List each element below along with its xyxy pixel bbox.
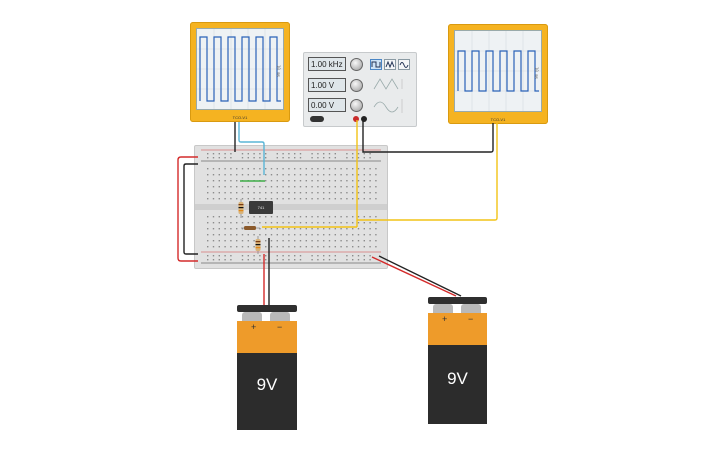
battery-right-label-band [428,313,487,347]
oscilloscope-right-screen: 10 ms [454,30,542,112]
oscilloscope-left[interactable]: 10 ms TCO-V1 [190,22,290,122]
op-amp-chip[interactable]: 741 [249,201,273,214]
waveform-preview-icons [373,78,403,113]
amplitude-display[interactable]: 1.00 V [308,78,346,92]
wire-black-scope-right [372,123,494,153]
oscilloscope-right-trace [455,31,541,111]
sine-wave-button[interactable] [398,59,410,70]
offset-knob[interactable] [350,99,363,112]
battery-left-voltage: 9V [256,375,278,394]
battery-right-negative-terminal[interactable] [461,304,481,315]
oscilloscope-left-model: TCO-V1 [232,115,248,120]
battery-left-cap [237,305,297,312]
battery-right-cap [428,297,487,304]
battery-left-minus: − [277,322,283,332]
battery-right-minus: − [468,314,474,324]
positive-terminal[interactable] [353,116,359,122]
triangle-wave-icon [385,60,395,69]
battery-right-plus: + [442,314,448,324]
negative-terminal[interactable] [361,116,367,122]
breadboard-holes [195,149,387,264]
offset-display[interactable]: 0.00 V [308,98,346,112]
battery-right-positive-terminal[interactable] [433,304,453,315]
battery-right[interactable]: + − 9V [428,297,487,424]
amplitude-knob[interactable] [350,79,363,92]
battery-right-body [428,345,487,424]
oscilloscope-right-model: TCO-V1 [490,117,506,122]
power-switch[interactable] [310,116,324,122]
oscilloscope-left-screen: 10 ms [196,28,284,110]
function-generator[interactable]: 1.00 kHz 1.00 V 0.00 V [303,52,417,127]
oscilloscope-left-trace [197,29,283,109]
oscilloscope-left-timebase: 10 ms [276,65,281,78]
square-wave-button[interactable] [370,59,382,70]
battery-left[interactable]: + − 9V [237,305,297,430]
battery-left-body [237,353,297,430]
oscilloscope-right-timebase: 10 ms [534,67,539,80]
square-wave-icon [371,61,381,68]
frequency-knob[interactable] [350,58,363,71]
battery-left-positive-terminal[interactable] [242,312,262,323]
battery-left-plus: + [251,322,257,332]
sine-wave-icon [399,62,409,68]
triangle-wave-button[interactable] [384,59,396,70]
battery-left-negative-terminal[interactable] [270,312,290,323]
breadboard[interactable] [194,145,388,269]
battery-right-voltage: 9V [447,369,468,388]
wire-black-battery-right [378,255,462,297]
oscilloscope-right[interactable]: 10 ms TCO-V1 [448,24,548,124]
frequency-display[interactable]: 1.00 kHz [308,57,346,71]
battery-left-label-band [237,321,297,355]
